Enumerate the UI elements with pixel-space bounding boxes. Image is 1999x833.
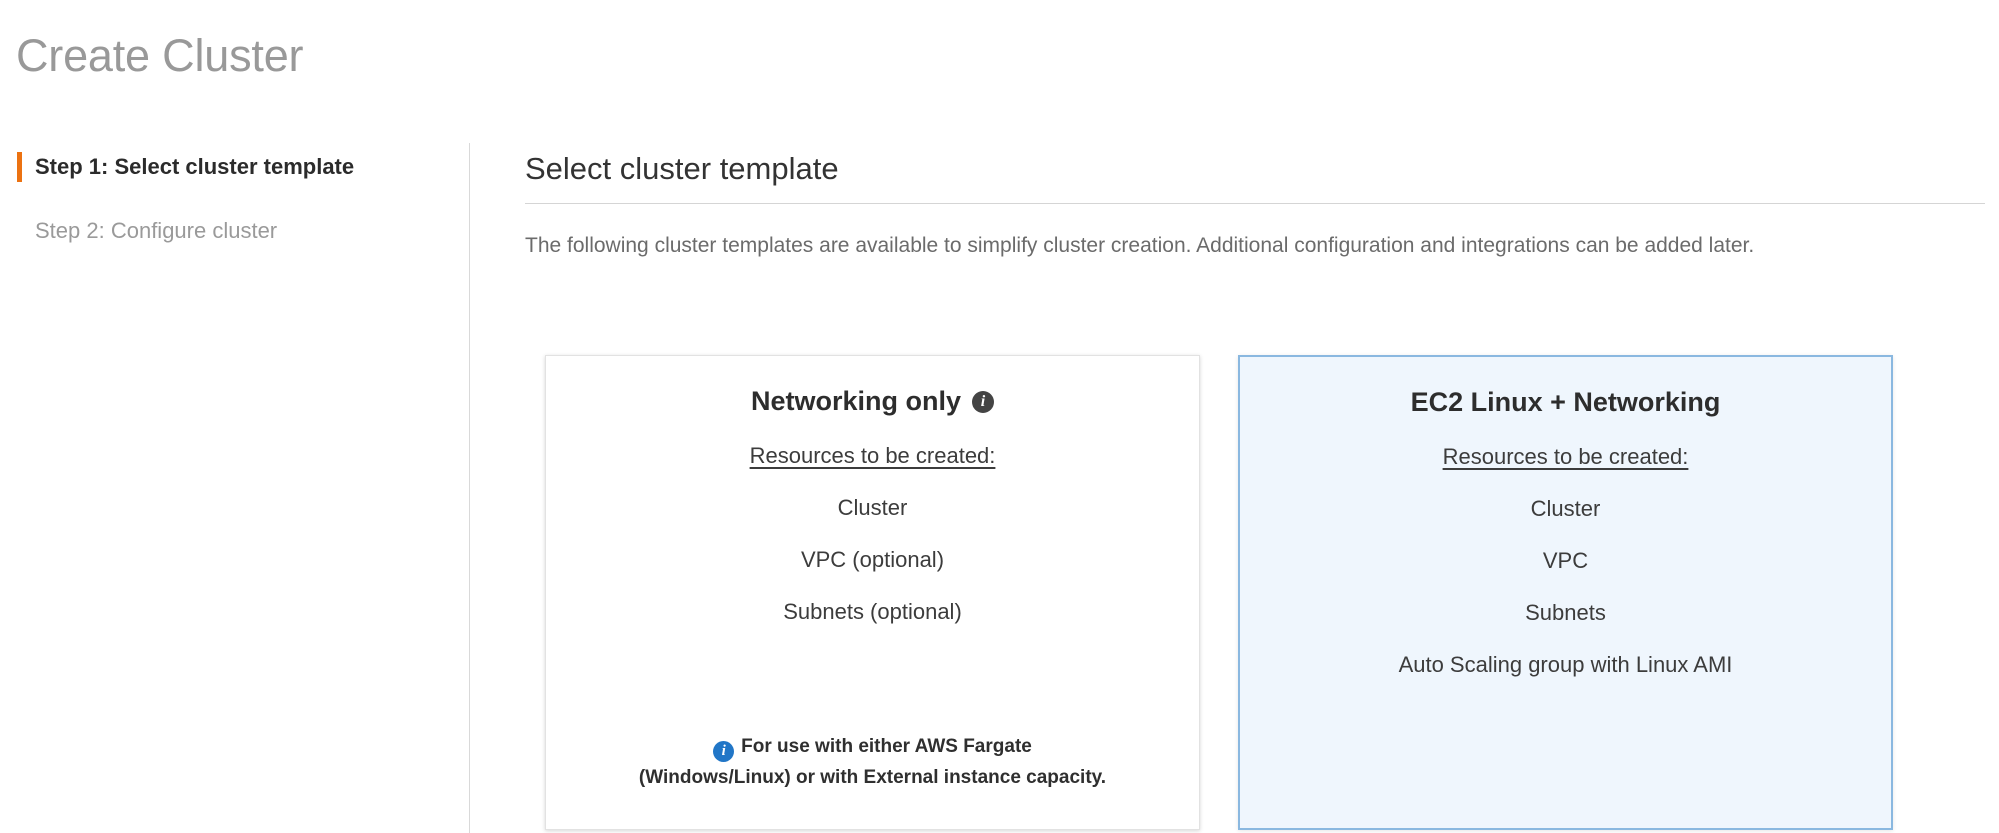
resource-item: Cluster: [1530, 496, 1601, 521]
main-content: Select cluster template The following cl…: [525, 143, 1987, 830]
sidebar-step-1[interactable]: Step 1: Select cluster template: [0, 143, 469, 191]
resource-item: VPC (optional): [800, 547, 945, 572]
template-card-ec2-linux-networking[interactable]: EC2 Linux + Networking Resources to be c…: [1238, 355, 1893, 830]
page-title: Create Cluster: [16, 30, 304, 81]
resources-label: Resources to be created:: [1442, 444, 1689, 469]
resources-label: Resources to be created:: [749, 443, 996, 468]
sidebar-step-2-label: Step 2: Configure cluster: [35, 218, 278, 243]
info-icon: i: [713, 741, 735, 762]
resource-item: Cluster: [837, 495, 908, 520]
section-title: Select cluster template: [525, 151, 839, 186]
card-title: Networking only i: [751, 384, 994, 419]
sidebar-step-1-label: Step 1: Select cluster template: [35, 154, 355, 179]
card-title: EC2 Linux + Networking: [1410, 387, 1721, 417]
resource-item: Subnets (optional): [783, 599, 962, 624]
active-step-marker: [17, 152, 22, 182]
resource-list: Cluster VPC Subnets Auto Scaling group w…: [1264, 471, 1867, 679]
section-description: The following cluster templates are avai…: [525, 234, 1755, 257]
steps-sidebar: Step 1: Select cluster template Step 2: …: [0, 143, 470, 833]
resource-list: Cluster VPC (optional) Subnets (optional…: [570, 470, 1175, 626]
sidebar-step-2[interactable]: Step 2: Configure cluster: [0, 207, 469, 255]
card-title-text: Networking only: [750, 386, 961, 416]
resource-item: Auto Scaling group with Linux AMI: [1398, 652, 1733, 677]
template-card-list: Networking only i Resources to be create…: [545, 355, 1893, 830]
info-icon[interactable]: i: [972, 390, 994, 413]
template-card-networking-only[interactable]: Networking only i Resources to be create…: [545, 355, 1200, 830]
card-footnote-text: For use with either AWS Fargate (Windows…: [638, 736, 1107, 788]
resource-item: Subnets: [1525, 600, 1606, 625]
resource-item: VPC: [1542, 548, 1589, 573]
section-divider: [525, 203, 1985, 204]
